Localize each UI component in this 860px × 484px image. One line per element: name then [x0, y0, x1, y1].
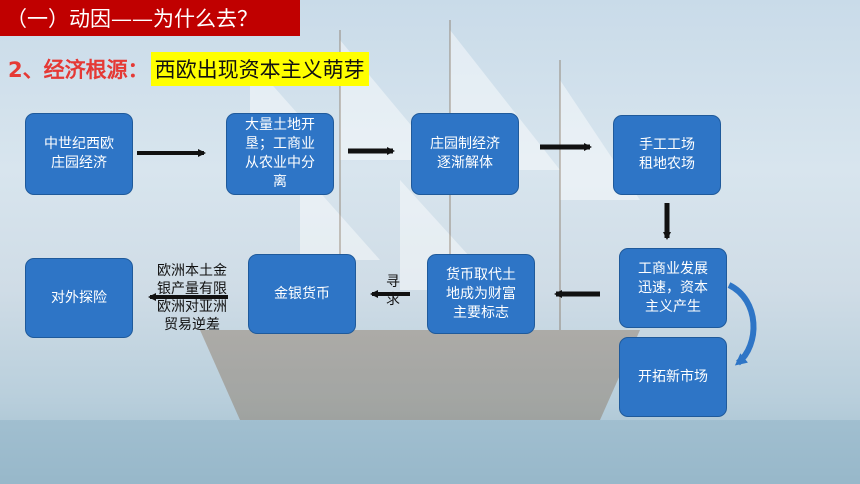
subtitle-highlight: 西欧出现资本主义萌芽	[150, 52, 369, 86]
box-new-markets: 开拓新市场	[619, 337, 727, 417]
curved-arrow	[727, 282, 757, 366]
box-medieval-manor-economy: 中世纪西欧 庄园经济	[25, 113, 133, 195]
label-seek: 寻 求	[386, 274, 400, 308]
box-workshops-farms: 手工工场 租地农场	[613, 115, 721, 195]
box-manor-dissolution: 庄园制经济 逐渐解体	[411, 113, 519, 195]
section-title: （一）动因——为什么去？	[0, 0, 300, 36]
subtitle-number: 2、经济根源：	[8, 58, 149, 82]
box-land-reclamation: 大量土地开 垦；工商业 从农业中分 离	[226, 113, 334, 195]
box-capitalism-emerges: 工商业发展 迅速，资本 主义产生	[619, 248, 727, 328]
note-europe-gold-trade: 欧洲本土金 银产量有限 欧洲对亚洲 贸易逆差	[157, 263, 227, 333]
box-exploration: 对外探险	[25, 258, 133, 338]
box-currency-wealth: 货币取代土 地成为财富 主要标志	[427, 254, 535, 334]
box-gold-silver: 金银货币	[248, 254, 356, 334]
subtitle: 2、经济根源： 西欧出现资本主义萌芽	[8, 52, 369, 86]
